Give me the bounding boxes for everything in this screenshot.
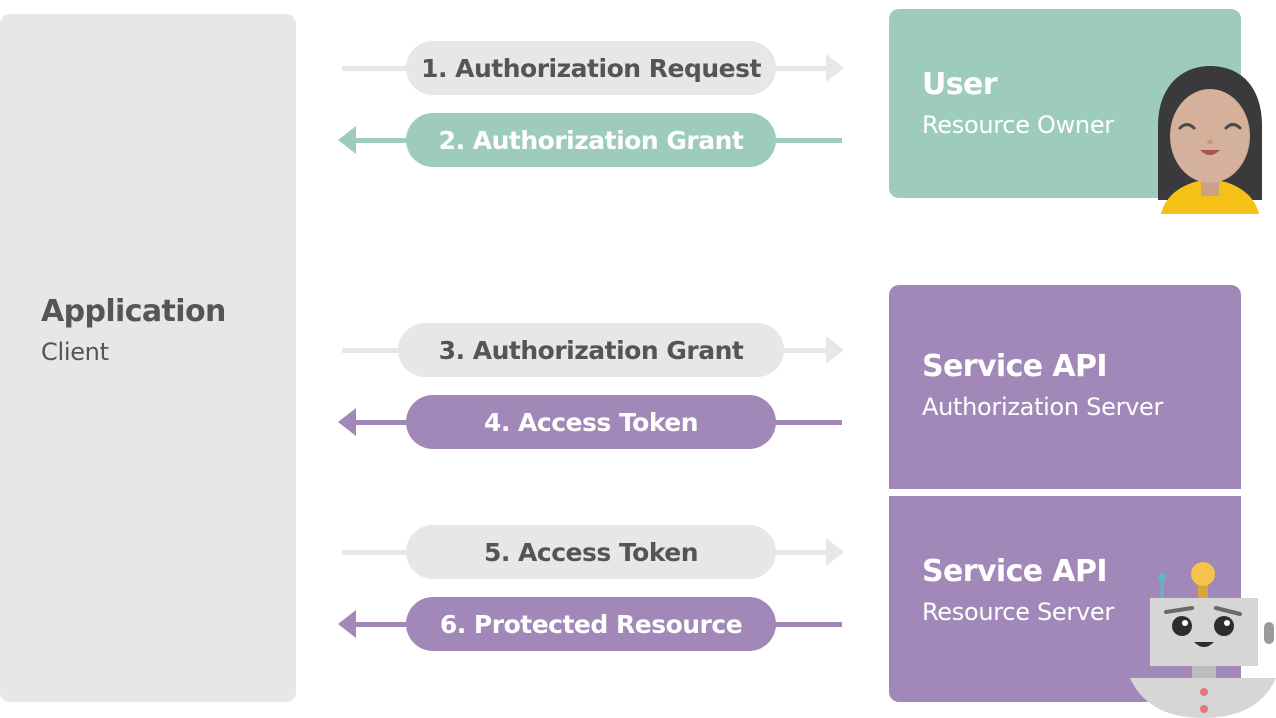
user-title: User	[922, 67, 998, 102]
step-5-arrow: 5. Access Token	[342, 525, 844, 579]
user-subtitle: Resource Owner	[922, 111, 1114, 139]
step-3-arrow: 3. Authorization Grant	[342, 323, 844, 377]
step-2-label: 2. Authorization Grant	[406, 113, 776, 167]
step-1-arrow: 1. Authorization Request	[342, 41, 844, 95]
step-1-label: 1. Authorization Request	[406, 41, 776, 95]
step-3-label: 3. Authorization Grant	[398, 323, 784, 377]
auth-server-title: Service API	[922, 349, 1108, 384]
woman-avatar-icon	[1158, 66, 1262, 214]
step-4-arrow: 4. Access Token	[338, 395, 842, 449]
step-2-arrow: 2. Authorization Grant	[338, 113, 842, 167]
resource-server-title: Service API	[922, 554, 1108, 589]
client-title: Application	[41, 294, 226, 329]
step-5-label: 5. Access Token	[406, 525, 776, 579]
client-box: Application Client	[0, 14, 296, 702]
step-4-label: 4. Access Token	[406, 395, 776, 449]
auth-server-box: Service API Authorization Server	[889, 285, 1241, 489]
step-6-label: 6. Protected Resource	[406, 597, 776, 651]
step-6-arrow: 6. Protected Resource	[338, 597, 842, 651]
resource-server-subtitle: Resource Server	[922, 598, 1114, 626]
client-subtitle: Client	[41, 338, 109, 366]
auth-server-subtitle: Authorization Server	[922, 393, 1164, 421]
robot-icon	[1130, 562, 1276, 718]
